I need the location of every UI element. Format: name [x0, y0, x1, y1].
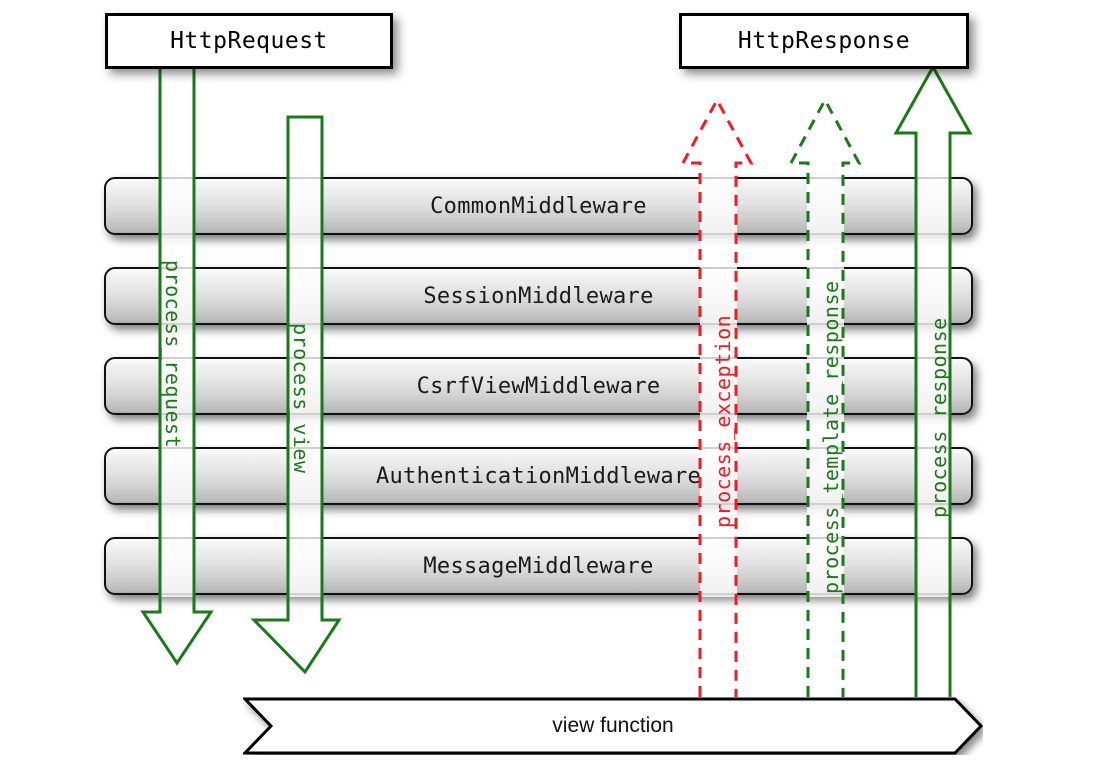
hook-label-process-view: process_view: [289, 323, 313, 474]
middleware-label: AuthenticationMiddleware: [375, 463, 702, 489]
http-request-label: HttpRequest: [170, 28, 328, 54]
http-request-box[interactable]: HttpRequest: [105, 13, 393, 69]
hook-label-process-template-response: process_template_response: [819, 280, 843, 594]
middleware-label: CommonMiddleware: [430, 193, 647, 219]
middleware-label: CsrfViewMiddleware: [416, 373, 661, 399]
hook-label-process-exception: process_exception: [711, 314, 735, 528]
view-function-banner[interactable]: view function: [241, 697, 984, 755]
http-response-box[interactable]: HttpResponse: [679, 13, 969, 69]
hook-label-process-request: process_request: [161, 260, 185, 449]
hook-label-process-response: process_response: [927, 317, 951, 518]
http-response-label: HttpResponse: [737, 28, 911, 54]
middleware-label: MessageMiddleware: [423, 553, 654, 579]
middleware-bar-common[interactable]: CommonMiddleware: [104, 177, 973, 235]
view-function-shape: [241, 697, 984, 755]
middleware-label: SessionMiddleware: [423, 283, 654, 309]
